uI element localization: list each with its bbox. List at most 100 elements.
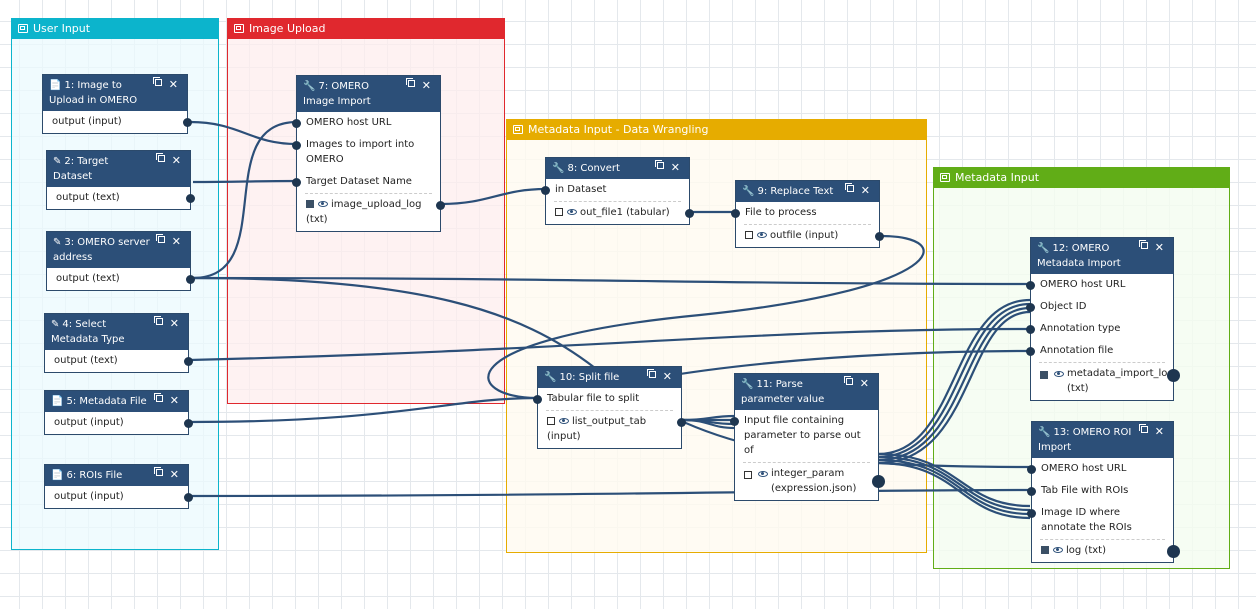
output-terminal[interactable] — [677, 418, 686, 427]
node-output[interactable]: output (input) — [45, 486, 193, 508]
node-output[interactable]: output (input) — [45, 412, 193, 434]
close-icon[interactable]: ✕ — [421, 79, 431, 92]
eye-icon[interactable] — [559, 418, 569, 424]
node-output[interactable]: output (text) — [47, 187, 195, 209]
node-output[interactable]: output (input) — [43, 111, 192, 133]
node-input[interactable]: Tab File with ROIs — [1027, 480, 1173, 502]
copy-icon[interactable] — [406, 78, 415, 87]
close-icon[interactable]: ✕ — [171, 235, 181, 248]
node-input[interactable]: OMERO host URL — [1026, 274, 1173, 296]
copy-icon[interactable] — [154, 467, 163, 476]
input-terminal[interactable] — [292, 178, 301, 187]
checkbox-icon[interactable] — [306, 200, 314, 208]
frame-header[interactable]: Metadata Input - Data Wrangling — [507, 120, 926, 140]
node-input[interactable]: Annotation type — [1026, 318, 1173, 340]
output-terminal[interactable] — [183, 118, 192, 127]
node-12[interactable]: 🔧12: OMERO Metadata Import✕ OMERO host U… — [1026, 237, 1180, 401]
node-11[interactable]: 🔧11: Parse parameter value✕ Input file c… — [730, 373, 885, 501]
input-terminal[interactable] — [730, 417, 739, 426]
output-terminal[interactable] — [184, 493, 193, 502]
node-output[interactable]: integer_param (expression.json) — [735, 463, 885, 500]
node-input[interactable]: Target Dataset Name — [292, 171, 440, 193]
output-terminal[interactable] — [186, 275, 195, 284]
eye-icon[interactable] — [758, 471, 768, 477]
input-terminal[interactable] — [1027, 487, 1036, 496]
input-terminal[interactable] — [1026, 281, 1035, 290]
close-icon[interactable]: ✕ — [860, 184, 870, 197]
node-input[interactable]: Object ID — [1026, 296, 1173, 318]
node-output[interactable]: out_file1 (tabular) — [546, 202, 694, 224]
node-header[interactable]: 🔧10: Split file✕ — [538, 367, 681, 388]
input-terminal[interactable] — [541, 186, 550, 195]
close-icon[interactable]: ✕ — [1154, 241, 1164, 254]
node-header[interactable]: ✎4: Select Metadata Type✕ — [45, 314, 188, 350]
copy-icon[interactable] — [655, 160, 664, 169]
node-5[interactable]: 📄5: Metadata File✕ output (input) — [44, 390, 193, 435]
checkbox-icon[interactable] — [1040, 371, 1048, 379]
node-input[interactable]: Input file containing parameter to parse… — [730, 410, 878, 462]
checkbox-icon[interactable] — [745, 231, 753, 239]
node-9[interactable]: 🔧9: Replace Text✕ File to process outfil… — [731, 180, 884, 248]
node-header[interactable]: 🔧12: OMERO Metadata Import✕ — [1031, 238, 1173, 274]
eye-icon[interactable] — [318, 201, 328, 207]
copy-icon[interactable] — [156, 234, 165, 243]
node-7[interactable]: 🔧7: OMERO Image Import✕ OMERO host URL I… — [292, 75, 445, 232]
copy-icon[interactable] — [153, 77, 162, 86]
input-terminal[interactable] — [731, 209, 740, 218]
frame-header[interactable]: Image Upload — [228, 19, 504, 39]
copy-icon[interactable] — [154, 316, 163, 325]
node-header[interactable]: 🔧7: OMERO Image Import✕ — [297, 76, 440, 112]
frame-header[interactable]: Metadata Input — [934, 168, 1229, 188]
node-header[interactable]: ✎3: OMERO server address✕ — [47, 232, 190, 268]
copy-icon[interactable] — [1139, 424, 1148, 433]
output-terminal[interactable] — [875, 232, 884, 241]
input-terminal[interactable] — [1026, 347, 1035, 356]
frame-header[interactable]: User Input — [12, 19, 218, 39]
node-1[interactable]: 📄1: Image to Upload in OMERO✕ output (in… — [42, 74, 192, 134]
node-output[interactable]: output (text) — [45, 350, 193, 372]
node-header[interactable]: 🔧11: Parse parameter value✕ — [735, 374, 878, 410]
copy-icon[interactable] — [154, 393, 163, 402]
node-8[interactable]: 🔧8: Convert✕ in Dataset out_file1 (tabul… — [541, 157, 694, 225]
eye-icon[interactable] — [1053, 547, 1063, 553]
close-icon[interactable]: ✕ — [171, 154, 181, 167]
close-icon[interactable]: ✕ — [662, 370, 672, 383]
eye-icon[interactable] — [1054, 371, 1064, 377]
output-terminal[interactable] — [186, 194, 195, 203]
node-input[interactable]: Images to import into OMERO — [292, 134, 440, 171]
checkbox-icon[interactable] — [555, 208, 563, 216]
node-header[interactable]: 🔧13: OMERO ROI Import✕ — [1032, 422, 1173, 458]
copy-icon[interactable] — [844, 376, 853, 385]
node-output[interactable]: outfile (input) — [736, 225, 884, 247]
close-icon[interactable]: ✕ — [169, 394, 179, 407]
node-header[interactable]: 🔧9: Replace Text✕ — [736, 181, 879, 202]
output-terminal[interactable] — [685, 209, 694, 218]
node-input[interactable]: Tabular file to split — [533, 388, 681, 410]
node-6[interactable]: 📄6: ROIs File✕ output (input) — [44, 464, 193, 509]
input-terminal[interactable] — [292, 141, 301, 150]
node-input[interactable]: File to process — [731, 202, 879, 224]
copy-icon[interactable] — [845, 183, 854, 192]
node-header[interactable]: 🔧8: Convert✕ — [546, 158, 689, 179]
node-3[interactable]: ✎3: OMERO server address✕ output (text) — [46, 231, 195, 291]
close-icon[interactable]: ✕ — [169, 468, 179, 481]
checkbox-icon[interactable] — [1041, 546, 1049, 554]
close-icon[interactable]: ✕ — [1154, 425, 1164, 438]
copy-icon[interactable] — [1139, 240, 1148, 249]
copy-icon[interactable] — [647, 369, 656, 378]
input-terminal[interactable] — [1027, 465, 1036, 474]
copy-icon[interactable] — [156, 153, 165, 162]
checkbox-icon[interactable] — [744, 471, 752, 479]
eye-icon[interactable] — [567, 209, 577, 215]
input-terminal[interactable] — [292, 119, 301, 128]
node-input[interactable]: OMERO host URL — [1027, 458, 1173, 480]
close-icon[interactable]: ✕ — [169, 317, 179, 330]
node-header[interactable]: ✎2: Target Dataset✕ — [47, 151, 190, 187]
node-input[interactable]: Image ID where annotate the ROIs — [1027, 502, 1173, 539]
input-terminal[interactable] — [1026, 325, 1035, 334]
input-terminal[interactable] — [1026, 303, 1035, 312]
input-terminal[interactable] — [533, 395, 542, 404]
node-input[interactable]: Annotation file — [1026, 340, 1173, 362]
node-2[interactable]: ✎2: Target Dataset✕ output (text) — [46, 150, 195, 210]
node-input[interactable]: in Dataset — [541, 179, 689, 201]
